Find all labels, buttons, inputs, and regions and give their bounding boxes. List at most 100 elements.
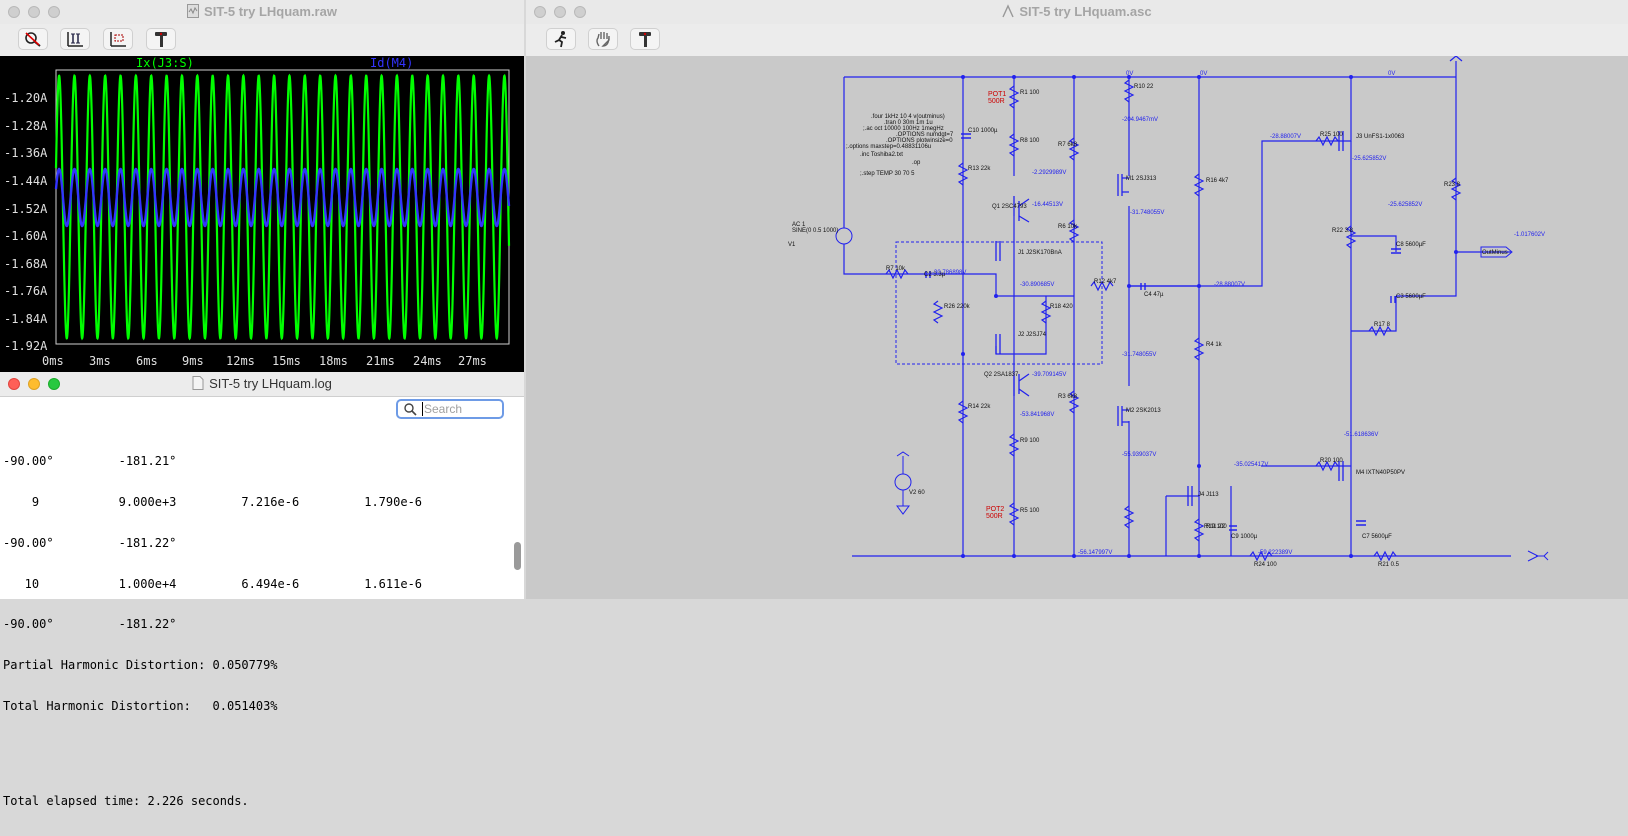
close-button[interactable] xyxy=(8,378,20,390)
autorange-button[interactable] xyxy=(60,28,90,50)
matched-pair-box[interactable] xyxy=(895,241,1103,365)
hammer-icon xyxy=(639,32,651,47)
y-tick-label: -1.44A xyxy=(4,174,48,188)
zoom-button[interactable] xyxy=(48,6,60,18)
log-line: 9 9.000e+3 7.216e-6 1.790e-6 xyxy=(3,494,423,509)
log-line: Partial Harmonic Distortion: 0.050779% xyxy=(3,658,278,673)
search-input[interactable]: Search xyxy=(422,402,463,416)
document-icon xyxy=(192,376,204,390)
log-line: Total Harmonic Distortion: 0.051403% xyxy=(3,698,278,713)
log-content: -90.00° -181.21° 9 9.000e+3 7.216e-6 1.7… xyxy=(3,428,422,836)
log-title: SIT-5 try LHquam.log xyxy=(209,376,332,391)
pot2-label: POT2 xyxy=(986,506,1004,513)
hammer-icon xyxy=(155,32,167,47)
component-label: R7 6k8 xyxy=(1058,142,1078,148)
node-voltage: -31.748055V xyxy=(1130,210,1164,216)
zoom-button[interactable] xyxy=(574,6,586,18)
capacitors xyxy=(925,133,1401,531)
transistors xyxy=(995,131,1344,506)
pot2-value: 500R xyxy=(986,513,1003,520)
y-tick-label: -1.28A xyxy=(4,119,48,133)
node-voltage: -39.709145V xyxy=(1032,372,1066,378)
directives: .four 1kHz 10 4 v(outminus) .tran 0 30m … xyxy=(846,114,954,177)
source-label: SINE(0 0.5 1000) xyxy=(792,228,838,234)
component-label: C7 5600µF xyxy=(1362,534,1392,540)
waveform-plot[interactable]: Ix(J3:S) Id(M4) -1.20A -1.28A -1.36A -1.… xyxy=(0,56,524,372)
close-button[interactable] xyxy=(8,6,20,18)
node-voltage: -51.618636V xyxy=(1344,432,1378,438)
component-label: V2 60 xyxy=(909,490,925,496)
component-label: J2 J2SJ74 xyxy=(1018,332,1047,338)
component-label: R5 100 xyxy=(1020,508,1040,514)
junctions xyxy=(961,75,1458,558)
x-tick-label: 0ms xyxy=(42,354,64,368)
component-label: R6 10k xyxy=(1058,224,1078,230)
waveform-canvas xyxy=(54,69,511,345)
log-line: Total elapsed time: 2.226 seconds. xyxy=(3,794,249,809)
component-label: R17 8 xyxy=(1374,322,1391,328)
source-v2[interactable] xyxy=(894,473,912,491)
minimize-button[interactable] xyxy=(28,6,40,18)
zoom-out-icon xyxy=(25,32,41,47)
zoom-button[interactable] xyxy=(48,378,60,390)
component-label: R12 4k7 xyxy=(1094,279,1117,285)
node-voltage: -53.841968V xyxy=(1020,412,1054,418)
tools-button[interactable] xyxy=(630,28,660,50)
run-button[interactable] xyxy=(546,28,576,50)
component-label: C8 5600µF xyxy=(1396,242,1426,248)
schematic-drawing: .four 1kHz 10 4 v(outminus) .tran 0 30m … xyxy=(788,55,1549,568)
tools-button[interactable] xyxy=(146,28,176,50)
output-port[interactable] xyxy=(1478,246,1513,258)
x-tick-label: 21ms xyxy=(366,354,395,368)
node-voltage: -28.88007V xyxy=(1270,134,1301,140)
source-v1[interactable] xyxy=(835,227,853,245)
node-voltage: -204.9467mV xyxy=(1122,117,1158,123)
pot1-label: POT1 xyxy=(988,91,1006,98)
node-voltage: 0V xyxy=(1200,71,1207,77)
trace-label-ix-j3[interactable]: Ix(J3:S) xyxy=(136,56,194,70)
component-label: R3 6k8 xyxy=(1058,394,1078,400)
component-label: R19 100 xyxy=(1204,524,1227,530)
schematic-file-icon xyxy=(1002,4,1015,18)
directive: ;.ac oct 10000 100Hz 1megHz xyxy=(863,126,944,132)
halt-button[interactable] xyxy=(588,28,618,50)
vertical-scrollbar[interactable] xyxy=(514,542,521,570)
wires xyxy=(843,55,1511,557)
directive: ;.options maxstep=0.48831106u xyxy=(846,144,931,150)
source-label: AC 1 xyxy=(792,222,806,228)
component-label: R16 4k7 xyxy=(1206,178,1229,184)
trace-label-id-m4[interactable]: Id(M4) xyxy=(370,56,414,70)
close-button[interactable] xyxy=(534,6,546,18)
minimize-button[interactable] xyxy=(554,6,566,18)
component-label: R14 22k xyxy=(968,404,991,410)
component-label: M2 2SK2013 xyxy=(1126,408,1161,414)
waveform-titlebar: SIT-5 try LHquam.raw xyxy=(0,0,524,25)
x-tick-label: 12ms xyxy=(226,354,255,368)
component-label: R22 3.8 xyxy=(1332,228,1354,234)
search-field[interactable]: Search xyxy=(396,399,504,419)
node-voltage: 0V xyxy=(1126,71,1133,77)
x-tick-label: 24ms xyxy=(413,354,442,368)
node-voltage: -30.890685V xyxy=(1020,282,1054,288)
schematic-canvas[interactable]: .four 1kHz 10 4 v(outminus) .tran 0 30m … xyxy=(526,55,1628,599)
component-label: J3 UnFS1-1x0063 xyxy=(1356,134,1405,140)
directive: .op xyxy=(912,160,921,166)
log-line: -90.00° -181.22° xyxy=(3,535,177,550)
component-label: R18 420 xyxy=(1050,304,1073,310)
zoom-button[interactable] xyxy=(103,28,133,50)
window-controls xyxy=(534,6,586,18)
y-tick-label: -1.52A xyxy=(4,202,48,216)
node-voltage: -25.625852V xyxy=(1352,156,1386,162)
component-label: R26 220k xyxy=(944,304,971,310)
minimize-button[interactable] xyxy=(28,378,40,390)
node-voltage: -59.222389V xyxy=(1258,550,1292,556)
component-label: R1 100 xyxy=(1020,90,1040,96)
y-tick-label: -1.76A xyxy=(4,284,48,298)
component-label: V1 xyxy=(788,242,796,248)
zoom-out-button[interactable] xyxy=(18,28,48,50)
component-label: R10 22 xyxy=(1134,84,1154,90)
component-label: R4 1k xyxy=(1206,342,1223,348)
component-label: Q2 2SA1837 xyxy=(984,372,1019,378)
component-label: R7 10k xyxy=(886,266,906,272)
